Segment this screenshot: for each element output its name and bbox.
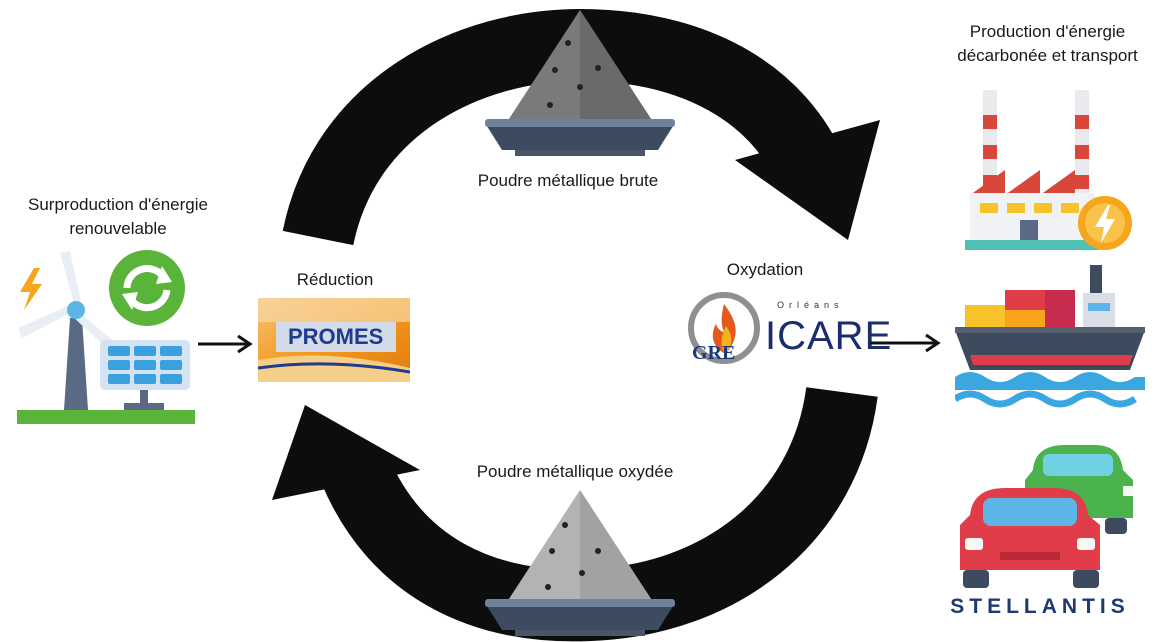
- wind-solar-renewable-icon: [17, 250, 195, 424]
- top-arrowhead: [735, 120, 880, 240]
- metal-powder-pile-icon: [485, 10, 675, 156]
- factory-energy-icon: [965, 90, 1132, 250]
- label-raw-powder: Poudre métallique brute: [477, 171, 659, 190]
- promes-text: PROMES: [288, 324, 384, 349]
- label-reduction: Réduction: [296, 270, 374, 289]
- gre-text: GRE: [692, 342, 736, 364]
- label-production: Production d'énergie décarbonée et trans…: [957, 22, 1138, 65]
- cargo-ship-icon: [955, 265, 1145, 408]
- stellantis-logo: STELLANTIS: [950, 595, 1130, 618]
- arrow-to-production: [870, 333, 941, 353]
- icare-small-text: Orléans: [777, 300, 844, 310]
- label-oxidized-powder: Poudre métallique oxydée: [476, 462, 674, 481]
- metal-powder-pile-icon: [485, 490, 675, 636]
- promes-logo: PROMES: [258, 298, 410, 382]
- bottom-arrowhead: [272, 405, 420, 500]
- cars-icon: [960, 445, 1133, 588]
- arrow-to-reduction: [198, 334, 253, 354]
- gre-logo: GRE: [686, 292, 762, 370]
- icare-logo: Orléans ICARE: [765, 300, 891, 366]
- icare-text: ICARE: [765, 314, 893, 358]
- label-oxidation: Oxydation: [726, 260, 804, 279]
- label-surplus: Surproduction d'énergie renouvelable: [28, 195, 208, 238]
